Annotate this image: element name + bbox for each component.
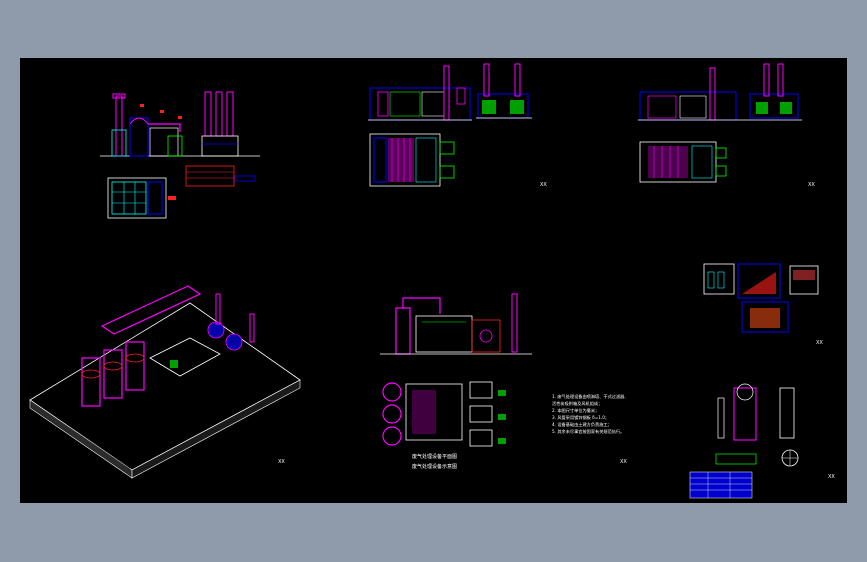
sheet-5-elevation	[380, 293, 532, 355]
note-line: 活性炭吸附箱及风机组成；	[552, 400, 602, 407]
sheet-5-plan: 废气处理设备平面图 废气处理设备示意图	[382, 381, 506, 470]
note-line: 2. 本图尺寸单位为毫米；	[552, 407, 599, 414]
sheet-3-caption: XX	[808, 182, 815, 188]
sheet-7-caption: XX	[828, 474, 835, 480]
note-line: 3. 风管采用镀锌钢板 δ=1.0；	[552, 414, 609, 421]
note-line: 5. 其余未尽事宜按国家有关规范执行。	[552, 428, 624, 435]
sheet-1-elevation	[100, 91, 260, 157]
design-notes: 1. 废气处理设备由喷淋塔、干式过滤器、 活性炭吸附箱及风机组成； 2. 本图尺…	[552, 393, 629, 465]
sheet-2-plan: XX	[369, 133, 547, 188]
note-line: 1. 废气处理设备由喷淋塔、干式过滤器、	[552, 393, 629, 400]
note-line: 4. 设备基础由土建方负责施工；	[552, 421, 612, 428]
sheet-3-plan: XX	[639, 141, 815, 188]
sheet-2-elevation	[368, 63, 532, 121]
sheet-2-caption: XX	[540, 182, 547, 188]
sheet-6-caption: XX	[816, 340, 823, 346]
plan-caption-1: 废气处理设备平面图	[412, 453, 457, 460]
sheet-6-details: XX	[703, 263, 823, 346]
cad-drawing: XX XX	[29, 63, 835, 499]
sheet-7-details: XX	[689, 383, 835, 499]
sheet-1-plan	[107, 165, 256, 219]
plan-caption-2: 废气处理设备示意图	[412, 463, 457, 470]
sheet-5-caption: XX	[620, 459, 627, 465]
cad-drawing-area[interactable]: XX XX	[20, 58, 847, 503]
sheet-4-isometric: XX	[29, 285, 301, 479]
sheet-3-elevation	[638, 63, 802, 121]
sheet-4-caption: XX	[278, 459, 285, 465]
